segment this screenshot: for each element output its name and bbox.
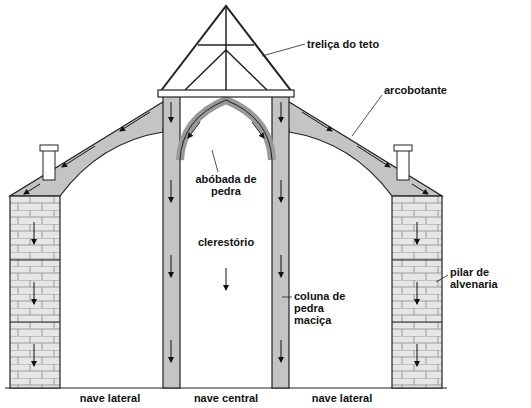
stone-vault bbox=[180, 100, 272, 160]
roof-truss bbox=[160, 6, 292, 92]
pier-step bbox=[10, 260, 60, 261]
vault-label: abóbada de pedra bbox=[186, 173, 266, 197]
roof-truss-label: treliça do teto bbox=[307, 38, 407, 50]
pinnacle bbox=[43, 150, 55, 180]
column-label: coluna de pedra maciça bbox=[294, 290, 348, 326]
aisle-label: nave lateral bbox=[60, 392, 160, 404]
flying-buttress bbox=[10, 100, 166, 196]
truss-members bbox=[185, 6, 267, 90]
force-arrows bbox=[24, 102, 428, 366]
flying-buttress bbox=[286, 100, 442, 196]
stone-column bbox=[163, 96, 180, 388]
pier-step bbox=[392, 322, 442, 323]
stone-vault-edge bbox=[180, 100, 272, 160]
pier-step bbox=[10, 322, 60, 323]
nave-label: nave central bbox=[181, 392, 271, 404]
leader-lines bbox=[212, 44, 448, 297]
stone-column bbox=[272, 96, 289, 388]
clerestory-label: clerestório bbox=[186, 236, 266, 248]
tie-beam bbox=[158, 90, 294, 97]
masonry-pier bbox=[10, 196, 60, 388]
aisle-label: nave lateral bbox=[292, 392, 392, 404]
ground-line bbox=[5, 388, 447, 389]
pinnacle-cap bbox=[394, 145, 412, 151]
masonry-pier bbox=[392, 196, 442, 388]
pier-step bbox=[392, 260, 442, 261]
pinnacle-cap bbox=[40, 145, 58, 151]
pier-label: pilar de alvenaria bbox=[450, 266, 524, 290]
buttress-label: arcobotante bbox=[384, 84, 474, 96]
pinnacle bbox=[397, 150, 409, 180]
